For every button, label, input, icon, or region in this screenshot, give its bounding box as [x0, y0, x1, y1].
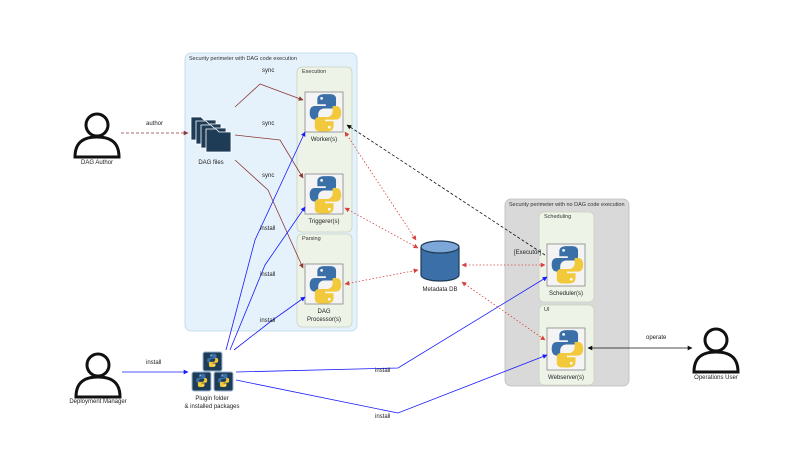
db-edge-workers [344, 131, 417, 241]
deployment-manager-label: Deployment Manager [69, 399, 127, 405]
database-icon [420, 240, 460, 282]
sync-edge-label: sync [262, 173, 275, 179]
install-edge-label: install [260, 226, 276, 232]
ui-group-title: UI [544, 307, 550, 313]
scheduling-group-title: Scheduling [544, 214, 572, 220]
author-edge-label: author [146, 121, 164, 127]
folder-stack-icon [190, 116, 232, 153]
dag-processor-label-line2: Processor(s) [306, 317, 341, 323]
operations-user-person-icon [692, 327, 740, 374]
triggerer-label: Triggerer(s) [308, 219, 340, 225]
secure-dag-perimeter-title: Security perimeter with DAG code executi… [189, 56, 297, 62]
db-edge-webserver [461, 281, 546, 341]
operate-edge-label: operate [646, 335, 667, 341]
install-edge-workers [225, 131, 306, 351]
executor-edge [346, 124, 546, 256]
dag-author-person-icon [73, 112, 121, 159]
sync-edge-dag-processor [234, 159, 304, 269]
parsing-group-title: Parsing [302, 236, 321, 242]
sync-edge-label: sync [262, 68, 275, 74]
metadata-db-label: Metadata DB [422, 287, 458, 293]
install-edge-label: install [146, 360, 162, 366]
dag-files-label: DAG files [198, 160, 224, 166]
install-edge-dag-processor [233, 296, 306, 351]
scheduler-label: Scheduler(s) [548, 291, 583, 297]
execution-group-title: Execution [302, 69, 327, 75]
operations-user-label: Operations User [694, 375, 738, 381]
sync-edge-workers [234, 83, 304, 108]
install-edge-label: install [375, 414, 391, 420]
sync-edge-label: sync [262, 121, 275, 127]
install-edge-webserver [235, 354, 548, 414]
executor-edge-label: [Executor] [514, 250, 542, 256]
dag-processor-label-line1: DAG [317, 309, 331, 315]
plugin-folder-label-line2: & installed packages [184, 404, 240, 410]
package-icon [191, 351, 234, 392]
workers-label: Worker(s) [310, 137, 338, 143]
dag-author-label: DAG Author [80, 160, 113, 166]
install-edge-label: install [260, 272, 276, 278]
install-edge-label: install [375, 368, 391, 374]
install-edge-triggerer [229, 206, 306, 351]
deployment-manager-person-icon [74, 352, 122, 399]
webserver-label: Webserver(s) [548, 375, 584, 381]
sync-edge-triggerer [234, 134, 304, 179]
install-edge-label: install [260, 318, 276, 324]
secure-no-dag-perimeter-title: Security perimeter with no DAG code exec… [509, 202, 625, 208]
plugin-folder-label-line1: Plugin folder [195, 396, 229, 402]
